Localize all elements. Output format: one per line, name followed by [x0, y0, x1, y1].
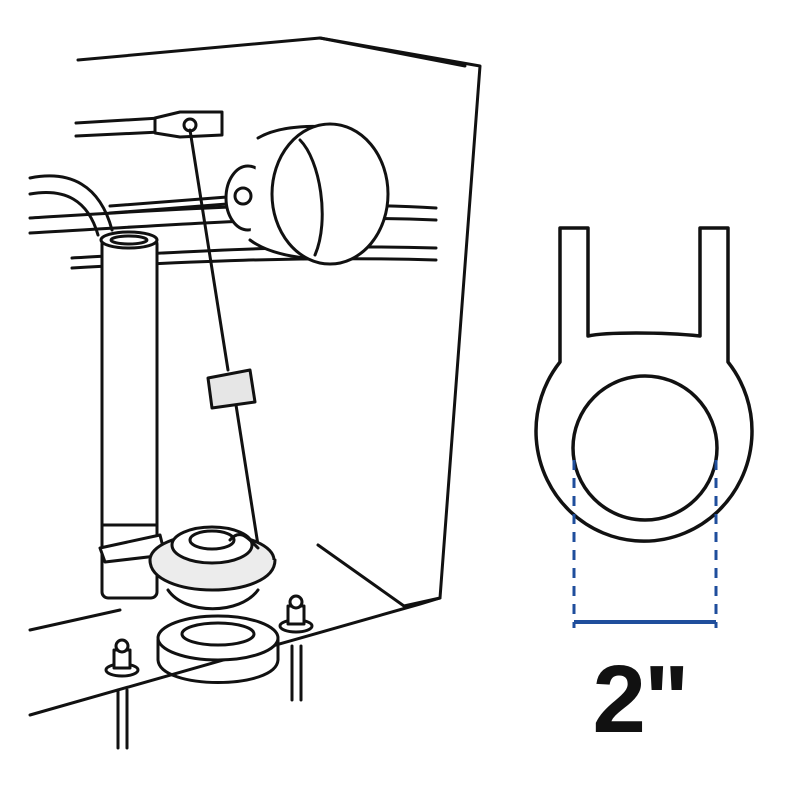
mounting-bolts	[104, 594, 314, 750]
flush-lever	[153, 110, 224, 139]
dimension-line	[572, 460, 718, 628]
flapper-ring-part	[534, 226, 754, 543]
flush-valve-gasket	[156, 614, 280, 684]
lift-chain	[188, 128, 260, 547]
dimension-label: 2"	[592, 646, 690, 753]
flapper-valve	[98, 525, 277, 611]
tank-outline	[28, 36, 482, 717]
float-ball	[108, 122, 390, 266]
overflow-tube	[99, 230, 159, 600]
